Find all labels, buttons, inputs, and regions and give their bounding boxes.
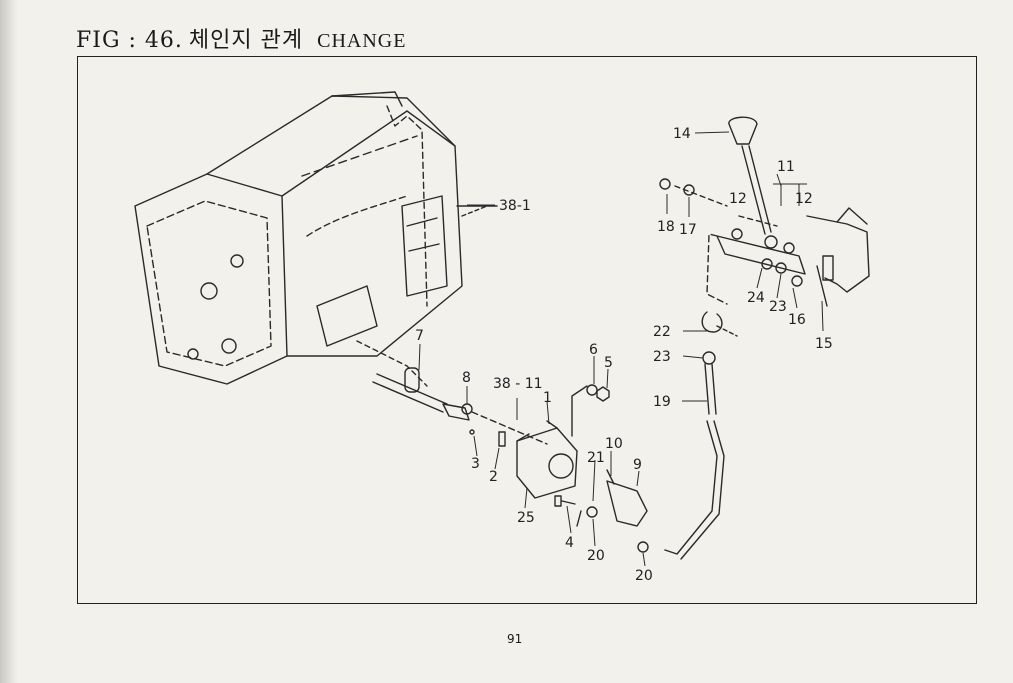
part-label-38-11: 38 - 11: [493, 376, 543, 392]
part-label-23-lower: 23: [653, 349, 671, 365]
exploded-parts-diagram: 14 11 12 12 18 17 38-1 24 23 16 15 22 23…: [134, 91, 870, 584]
part-label-8: 8: [462, 370, 471, 386]
part-label-10: 10: [605, 436, 623, 452]
part-label-2: 2: [489, 469, 498, 485]
part-label-11: 11: [777, 159, 795, 175]
transmission-housing: [134, 91, 498, 385]
part-label-16: 16: [788, 312, 806, 328]
part-label-6: 6: [589, 342, 598, 358]
figure-number: FIG : 46.: [76, 28, 183, 53]
part-label-18: 18: [657, 219, 675, 235]
part-label-17: 17: [679, 222, 697, 238]
part-label-15: 15: [815, 336, 833, 352]
shift-shaft: [372, 367, 548, 445]
part-label-12-left: 12: [729, 191, 747, 207]
part-label-19: 19: [653, 394, 671, 410]
figure-title: FIG : 46.체인지 관계 CHANGE: [76, 22, 406, 54]
part-label-4: 4: [565, 535, 574, 551]
gear-lever-assembly: [659, 116, 870, 307]
part-label-9: 9: [633, 457, 642, 473]
part-label-22: 22: [653, 324, 671, 340]
part-label-20-right: 20: [635, 568, 653, 584]
part-label-23-upper: 23: [769, 299, 787, 315]
figure-title-english: CHANGE: [317, 30, 407, 52]
part-label-24: 24: [747, 290, 765, 306]
part-label-12-right: 12: [795, 191, 813, 207]
part-label-25: 25: [517, 510, 535, 526]
part-label-14: 14: [673, 126, 691, 142]
scan-edge: [0, 0, 18, 683]
part-label-1: 1: [543, 390, 552, 406]
shift-rod: [664, 311, 738, 560]
figure-title-korean: 체인지 관계: [188, 28, 304, 53]
part-label-20-left: 20: [587, 548, 605, 564]
part-label-38-1: 38-1: [499, 198, 531, 214]
page-number: 91: [507, 632, 523, 646]
part-label-5: 5: [604, 355, 613, 371]
part-label-3: 3: [471, 456, 480, 472]
part-label-21: 21: [587, 450, 605, 466]
shift-cover: [516, 385, 588, 499]
part-label-7: 7: [415, 328, 424, 344]
diagram-frame: [77, 56, 977, 604]
